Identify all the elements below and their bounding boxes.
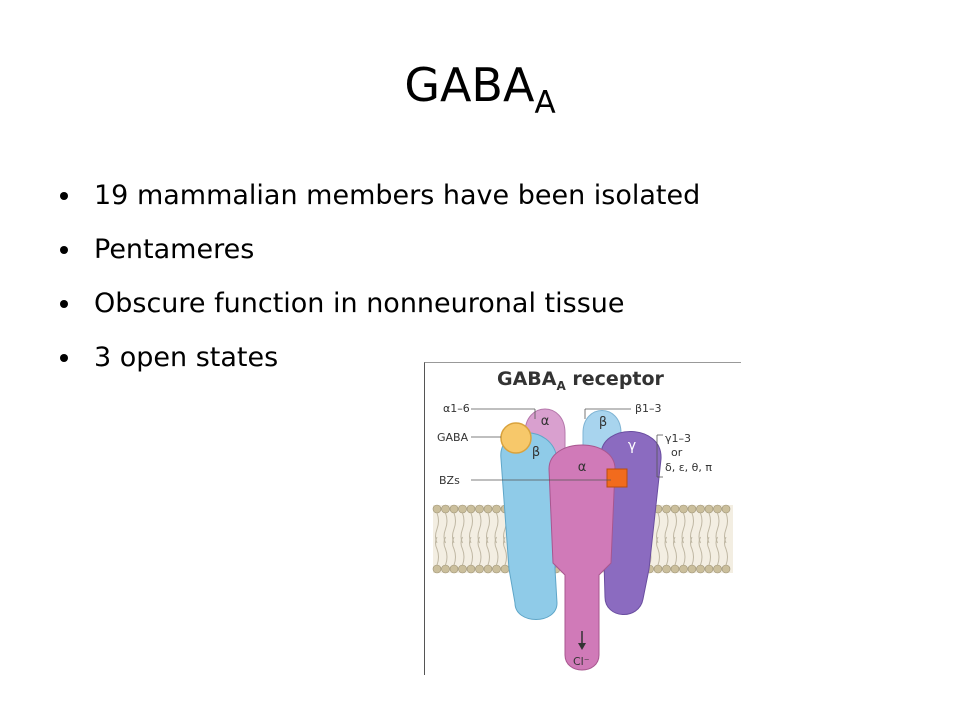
label-alternatives: δ, ε, θ, π [665,461,712,474]
lipid-head [662,504,671,514]
lipid-head [449,504,459,514]
slide-title-subscript: A [534,85,556,121]
bullet-list: 19 mammalian members have been isolated … [58,176,700,392]
label-gaba: GABA [437,431,469,444]
lipid-head [500,564,510,574]
subunit-label-gamma: γ [628,438,636,454]
benzodiazepine-site-icon [606,468,628,488]
lipid-head [679,564,688,574]
bullet-text: 19 mammalian members have been isolated [94,180,701,211]
chloride-flow-arrow-icon [578,643,586,650]
subunit-label-alpha-front: α [578,460,587,475]
lipid-head [721,564,731,574]
label-gamma-range: γ1–3 [665,432,691,445]
gaba-molecule-icon [500,422,532,454]
lipid-head [687,564,697,574]
lipid-head [679,504,688,514]
label-bzs: BZs [439,474,460,487]
label-beta-range: β1–3 [635,402,662,415]
gaba-receptor-figure: GABAA receptor α β β α γ [424,362,741,675]
lipid-head [670,504,680,514]
lipid-head [704,504,714,514]
lipid-head [458,564,467,574]
lipid-head [696,564,705,574]
bullet-text: Pentameres [94,234,255,265]
subunit-label-beta-front: β [532,445,540,460]
bullet-text: 3 open states [94,342,279,373]
bullet-item: 19 mammalian members have been isolated [58,176,700,230]
lipid-head [670,564,680,574]
bullet-dot-icon [60,354,68,362]
lipid-head [713,504,722,514]
lipid-head [687,504,697,514]
figure-heading: GABAA receptor [497,368,665,393]
lipid-head [432,564,442,574]
lipid-head [466,564,476,574]
label-or: or [671,446,683,459]
subunit-label-beta-back: β [599,415,607,430]
lipid-head [466,504,476,514]
subunit-beta-front [500,432,558,620]
lipid-head [449,564,459,574]
lipid-head [432,504,442,514]
lipid-head [483,564,493,574]
lipid-head [721,504,731,514]
lipid-head [662,564,671,574]
leader-lines [471,408,663,481]
label-chloride: Cl⁻ [573,655,590,668]
bullet-item: Pentameres [58,230,700,284]
lipid-head [475,504,484,514]
lipid-head [713,564,722,574]
bullet-dot-icon [60,246,68,254]
lipid-head [704,564,714,574]
subunit-alpha-front [548,444,616,671]
lipid-head [653,564,663,574]
lipid-head [696,504,705,514]
slide-title: GABAA [0,62,960,119]
lipid-head [475,564,484,574]
subunit-label-alpha-back: α [541,414,550,429]
bullet-item: 3 open states [58,338,700,392]
slide-title-main: GABA [404,58,535,112]
gaba-receptor-diagram: GABAA receptor α β β α γ [432,368,733,671]
lipid-head [441,504,450,514]
bullet-dot-icon [60,300,68,308]
lipid-head [492,564,501,574]
bullet-item: Obscure function in nonneuronal tissue [58,284,700,338]
bullet-text: Obscure function in nonneuronal tissue [94,288,625,319]
label-alpha-range: α1–6 [443,402,470,415]
lipid-head [483,504,493,514]
lipid-head [492,504,501,514]
lipid-head [458,504,467,514]
lipid-head [441,564,450,574]
bullet-dot-icon [60,192,68,200]
